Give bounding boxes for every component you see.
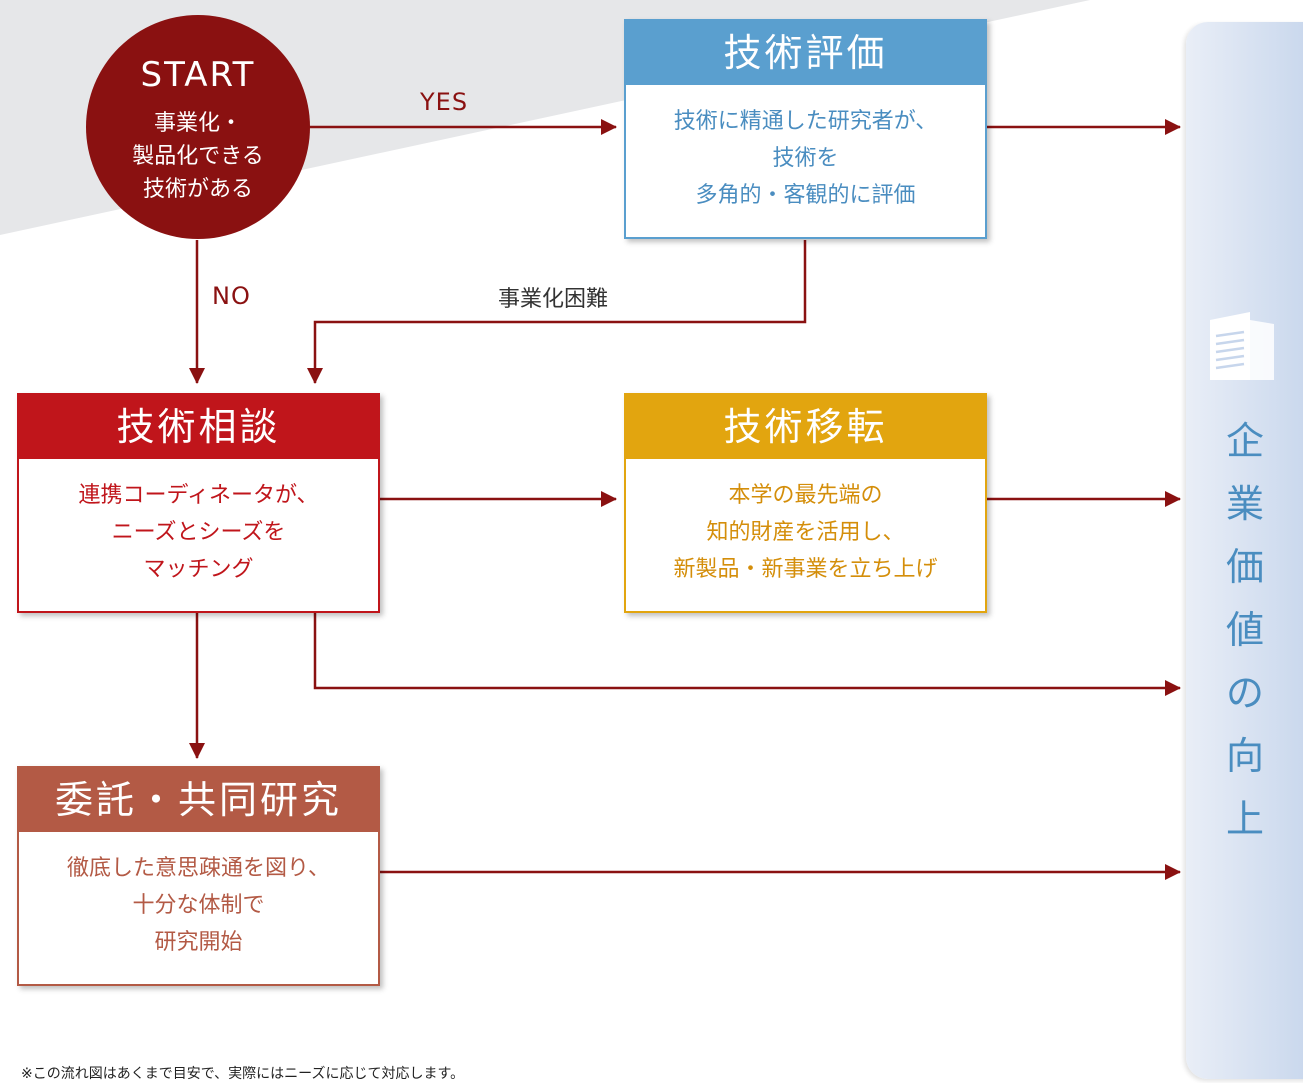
start-text: 事業化・ 製品化できる 技術がある xyxy=(132,111,264,202)
goal-panel: 企 業 価 値 の 向 上 xyxy=(1186,22,1303,1079)
label-yes: YES xyxy=(420,88,469,116)
box-text: 本学の最先端の 知的財産を活用し、 新製品・新事業を立ち上げ xyxy=(673,483,938,582)
building-icon xyxy=(1210,312,1274,380)
box-title: 技術移転 xyxy=(626,395,985,459)
start-title: START xyxy=(140,55,256,95)
box-joint-research: 委託・共同研究 徹底した意思疎通を図り、 十分な体制で 研究開始 xyxy=(17,766,380,986)
box-text: 徹底した意思疎通を図り、 十分な体制で 研究開始 xyxy=(66,856,331,955)
start-node: START 事業化・ 製品化できる 技術がある xyxy=(86,15,310,239)
label-no: NO xyxy=(212,282,251,310)
box-text: 連携コーディネータが、 ニーズとシーズを マッチング xyxy=(78,483,319,582)
goal-text: 企 業 価 値 の 向 上 xyxy=(1225,419,1264,841)
box-title: 技術相談 xyxy=(19,395,378,459)
arrow-difficult xyxy=(307,240,807,384)
box-technology-consultation: 技術相談 連携コーディネータが、 ニーズとシーズを マッチング xyxy=(17,393,380,613)
box-title: 委託・共同研究 xyxy=(19,768,378,832)
arrow-cons-goal xyxy=(313,613,1181,696)
box-text: 技術に精通した研究者が、 技術を 多角的・客観的に評価 xyxy=(673,109,938,208)
box-technology-evaluation: 技術評価 技術に精通した研究者が、 技術を 多角的・客観的に評価 xyxy=(624,19,987,239)
box-technology-transfer: 技術移転 本学の最先端の 知的財産を活用し、 新製品・新事業を立ち上げ xyxy=(624,393,987,613)
label-difficult: 事業化困難 xyxy=(498,287,609,312)
footnote: ※この流れ図はあくまで目安で、実際にはニーズに応じて対応します。 xyxy=(21,1066,465,1082)
box-title: 技術評価 xyxy=(626,21,985,85)
